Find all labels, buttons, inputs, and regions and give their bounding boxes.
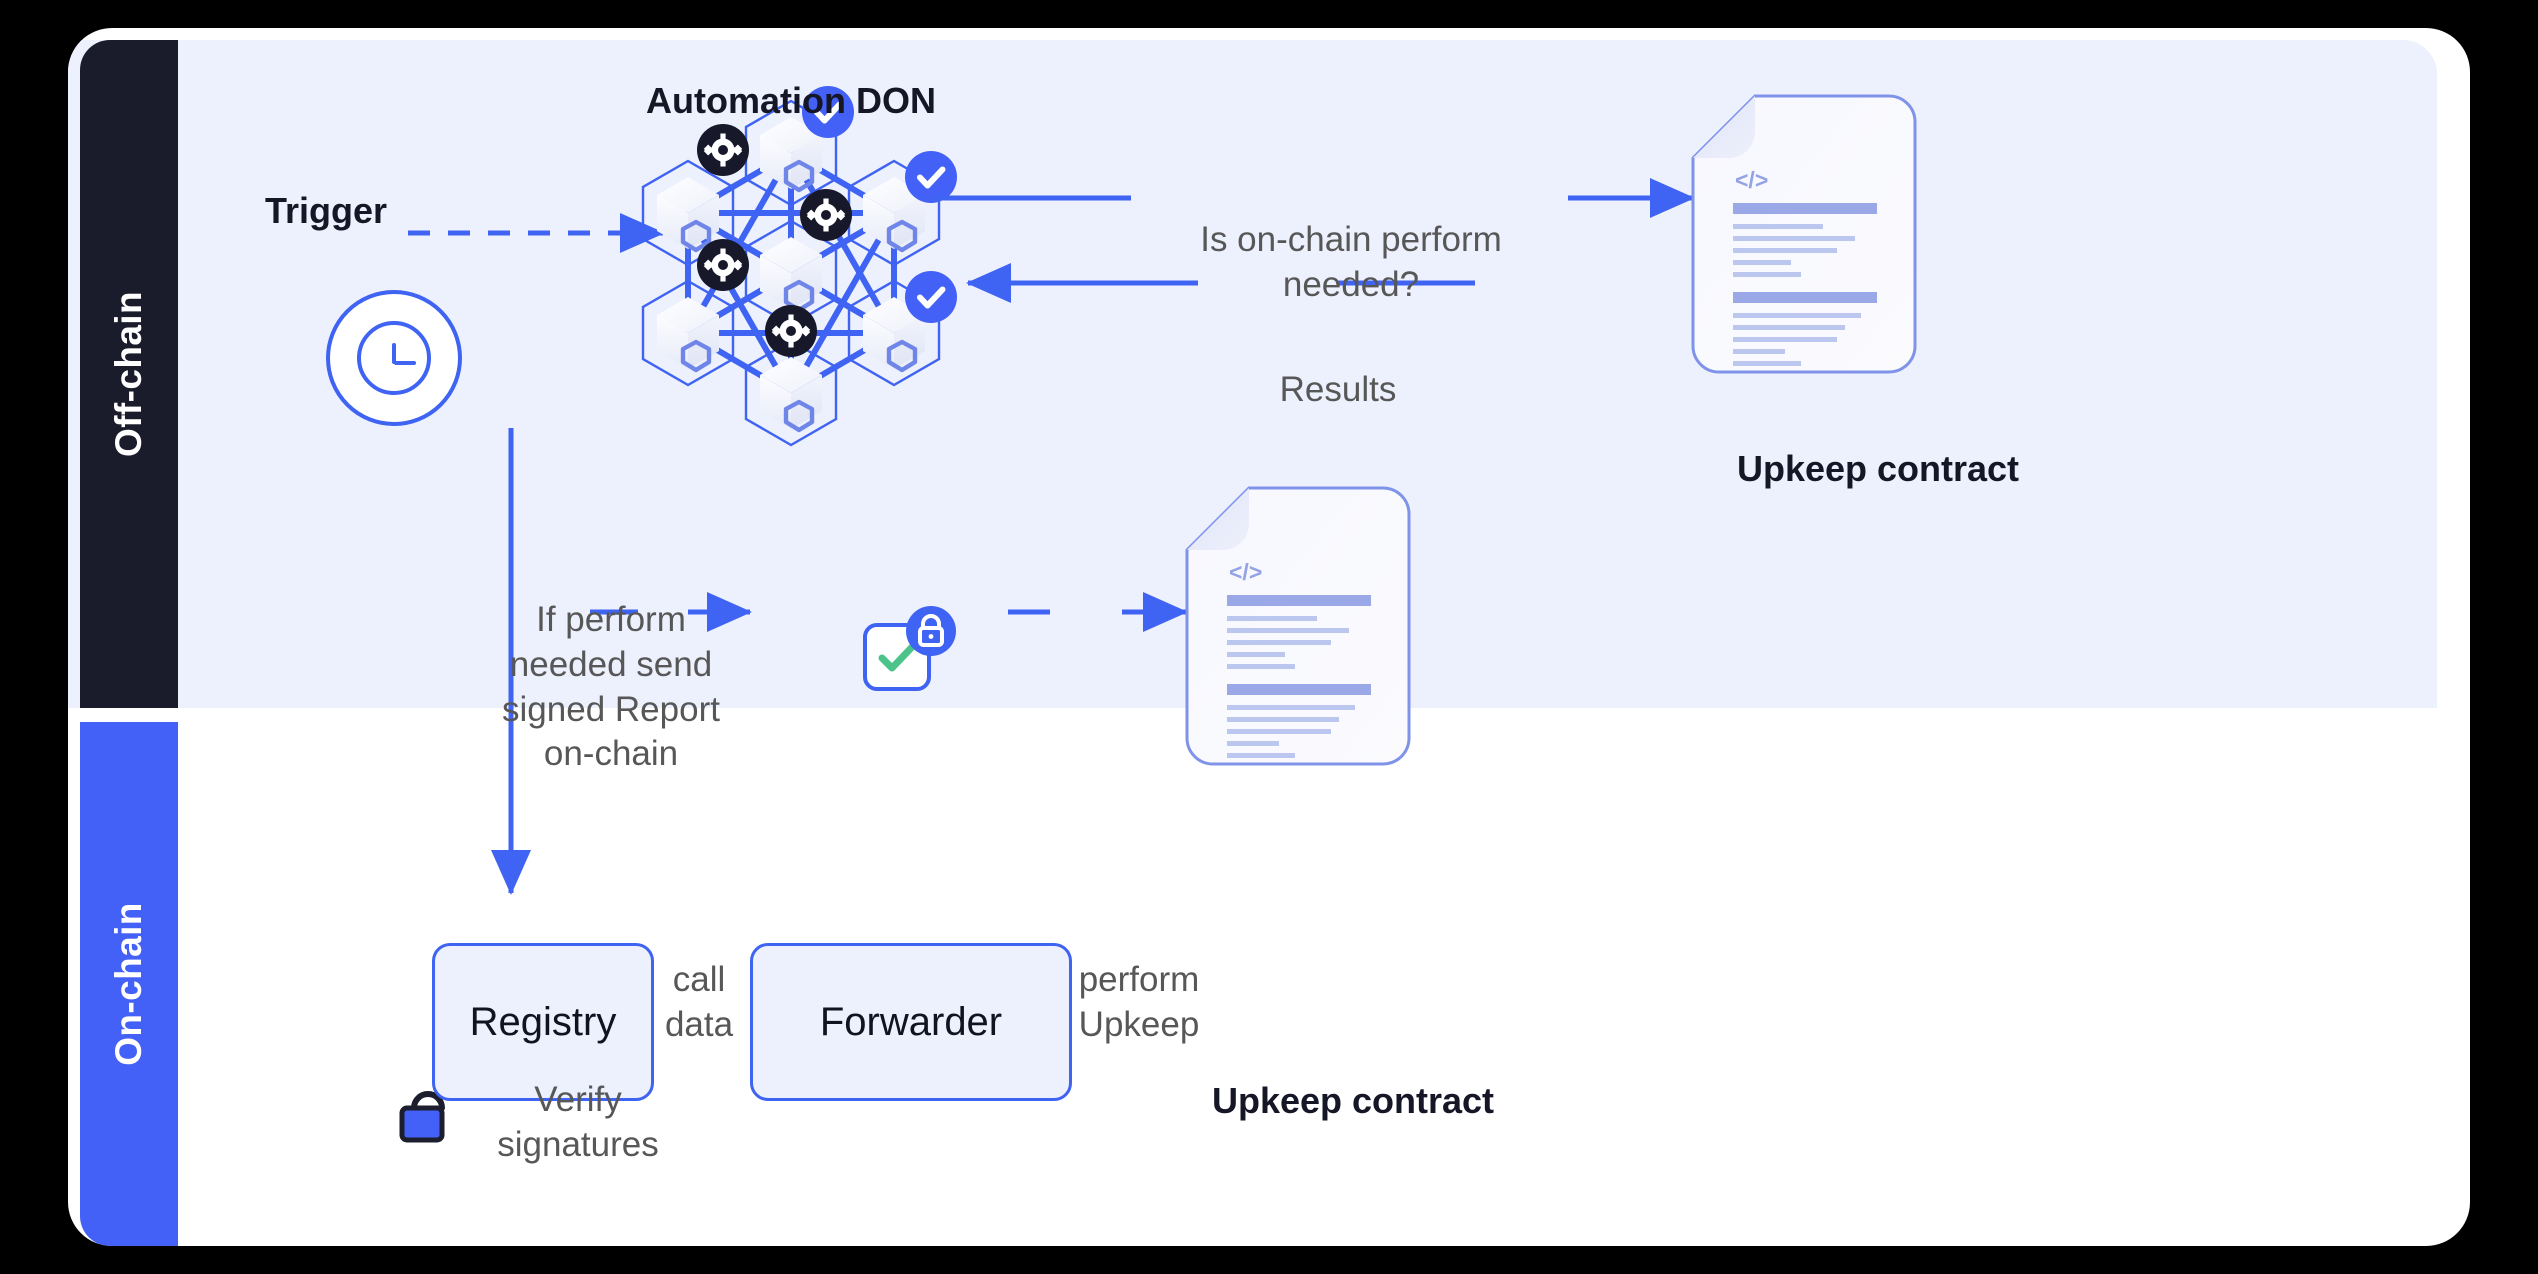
- upkeep-contract-label-offchain: Upkeep contract: [1736, 448, 2020, 489]
- verify-signatures-label: Verify signatures: [497, 1080, 659, 1164]
- diagram-card: Off-chain On-chain: [68, 28, 2470, 1246]
- edge-label-perform-upkeep: perform Upkeep: [1078, 960, 1200, 1044]
- edge-label-is-on-chain-perform-needed: Is on-chain perform needed?: [1200, 220, 1502, 304]
- lock-open-icon: [399, 1091, 445, 1143]
- automation-don-label: Automation DON: [646, 80, 936, 121]
- signed-report-lock-icon: [906, 606, 956, 656]
- trigger-clock-icon: [326, 290, 462, 426]
- registry-box[interactable]: Registry: [432, 943, 654, 1101]
- edge-label-call-data: call data: [664, 960, 734, 1044]
- lane-off-chain-label: Off-chain: [108, 291, 149, 457]
- edge-label-results: Results: [1279, 370, 1397, 409]
- trigger-label: Trigger: [264, 190, 388, 231]
- lane-off-chain: Off-chain: [80, 40, 178, 708]
- upkeep-contract-label-onchain: Upkeep contract: [1211, 1080, 1495, 1121]
- clock-hour-hand: [392, 343, 396, 364]
- lane-on-chain-label: On-chain: [108, 902, 149, 1066]
- forwarder-box[interactable]: Forwarder: [750, 943, 1072, 1101]
- lane-on-chain: On-chain: [80, 722, 178, 1246]
- clock-face: [357, 321, 431, 395]
- clock-minute-hand: [394, 361, 416, 365]
- edge-label-if-perform-needed: If perform needed send signed Report on-…: [502, 600, 720, 774]
